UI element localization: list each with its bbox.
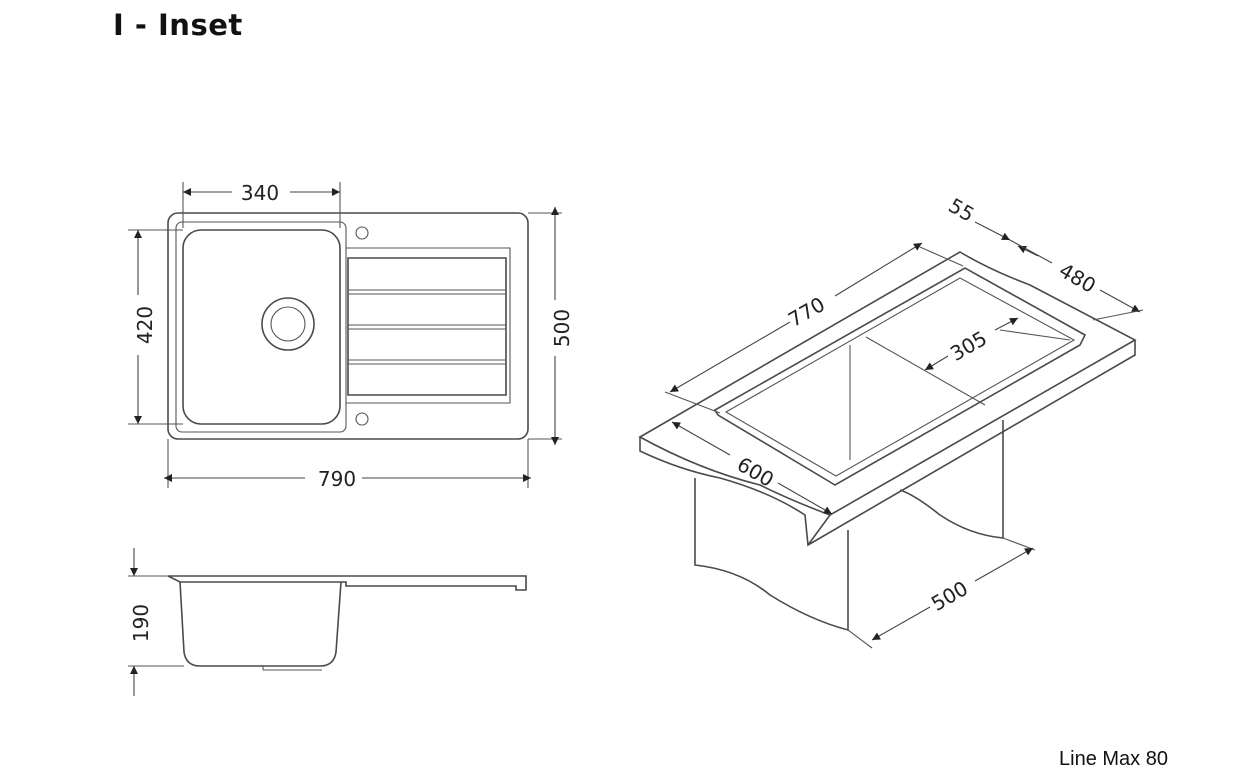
cabinet-side [899, 420, 1004, 539]
drain-outer [261, 297, 315, 351]
drain-inner [270, 306, 306, 342]
extension-line [847, 629, 873, 649]
dim-sink-width: 790 [318, 467, 356, 491]
extension-line [1092, 309, 1144, 321]
drainer-outline [346, 247, 511, 404]
tap-hole-bottom [355, 412, 369, 426]
dimension-line [1099, 289, 1141, 313]
dimension-line [669, 321, 791, 393]
dimension-line [994, 317, 1019, 331]
dim-worktop-depth: 600 [733, 452, 778, 492]
dimension-line [834, 242, 923, 297]
dim-cabinet-width: 500 [927, 576, 972, 616]
dim-bowl-width: 340 [241, 181, 279, 205]
dimension-line [1009, 239, 1053, 264]
dimension-line [974, 547, 1034, 582]
dim-rim: 55 [944, 193, 978, 227]
dimension-line [974, 221, 1011, 241]
dim-bowl-depth: 420 [133, 306, 157, 344]
dimension-line [671, 421, 731, 456]
extension-line [919, 246, 964, 267]
drainer-edge [999, 329, 1071, 341]
worktop-corner [807, 514, 831, 546]
dimension-line [924, 355, 949, 371]
bowl-profile [179, 581, 342, 667]
bowl-rim [175, 221, 347, 433]
model-label: Line Max 80 [1059, 748, 1168, 770]
dimension-line [1017, 245, 1039, 257]
cabinet-front [694, 478, 849, 632]
tap-hole-top [355, 226, 369, 240]
sink-inner-rim [724, 277, 1076, 477]
worktop-edge [639, 340, 1136, 547]
dimension-line [777, 482, 833, 515]
side-view: 190 [128, 548, 527, 696]
dim-bowl-height: 190 [129, 604, 153, 642]
sink-cutout [713, 267, 1087, 486]
page-title: I - Inset [113, 8, 243, 42]
bowl-divider [865, 336, 986, 406]
dim-drainer-width: 305 [946, 326, 991, 366]
worktop-top [638, 251, 1137, 516]
extension-line [664, 391, 721, 414]
sink-outline [167, 212, 529, 440]
isometric-view: 770 55 480 305 600 500 [638, 193, 1144, 649]
dim-cutout-depth: 480 [1055, 258, 1100, 298]
extension-line [1002, 537, 1036, 551]
dim-cutout-width: 770 [784, 292, 829, 332]
dim-sink-depth: 500 [550, 309, 574, 347]
bowl [182, 229, 341, 425]
drainer-board [347, 257, 507, 396]
sink-rim-profile [167, 575, 527, 591]
dimension-line [871, 606, 931, 641]
top-view: 340 420 500 790 [128, 181, 574, 491]
